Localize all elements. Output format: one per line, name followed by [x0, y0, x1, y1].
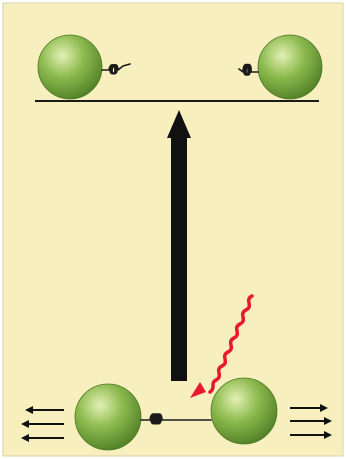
excitation-arrow-shaft	[171, 135, 187, 381]
top-left-atom	[38, 35, 102, 99]
top-right-atom	[258, 35, 322, 99]
bottom-left-atom	[75, 384, 141, 450]
bottom-right-atom	[211, 378, 277, 444]
